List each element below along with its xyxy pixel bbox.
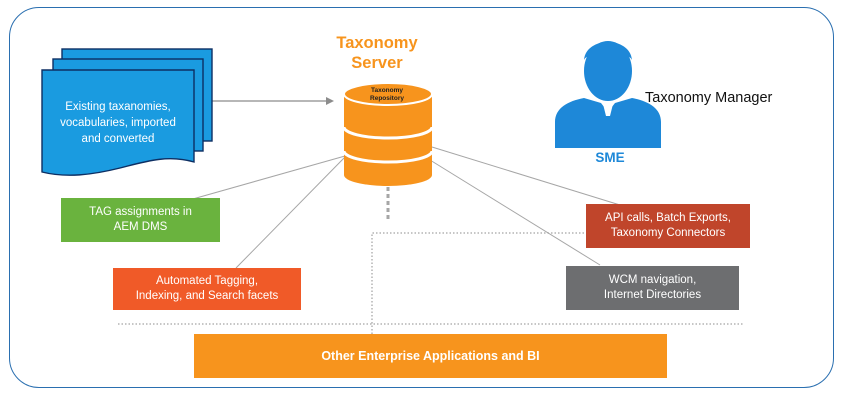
line-to-wcm: [429, 159, 601, 266]
wcm-box-line1: WCM navigation,: [608, 274, 697, 286]
database-icon: [342, 82, 434, 186]
document-stack-icon: [41, 48, 213, 176]
person-icon: [555, 41, 661, 148]
auto-box-line1: Automated Tagging,: [155, 275, 259, 287]
api-box-line2: Taxonomy Connectors: [610, 227, 726, 239]
server-title-line2: Server: [351, 54, 403, 72]
tag-box-line2: AEM DMS: [113, 221, 168, 233]
tag-box-line1: TAG assignments in: [89, 206, 192, 218]
repository-label: Taxonomy Repository: [348, 87, 426, 103]
taxonomy-manager-label: Taxonomy Manager: [645, 90, 773, 106]
auto-box-line2: Indexing, and Search facets: [135, 290, 279, 302]
enterprise-applications-box: Other Enterprise Applications and BI: [194, 334, 667, 378]
arrow-head-icon: [326, 97, 334, 105]
sme-label: SME: [595, 150, 625, 165]
documents-line3: and converted: [81, 133, 155, 145]
server-title-line1: Taxonomy: [336, 34, 418, 52]
api-calls-box: API calls, Batch Exports, Taxonomy Conne…: [586, 204, 750, 248]
dotted-path: [371, 232, 584, 334]
repository-label-line2: Repository: [370, 95, 404, 102]
tag-assignments-box: TAG assignments in AEM DMS: [61, 198, 220, 242]
diagram-frame: [9, 7, 834, 388]
repository-label-line1: Taxonomy: [370, 87, 404, 94]
documents-line1: Existing taxanomies,: [65, 101, 171, 113]
line-to-auto: [235, 156, 346, 269]
documents-text: Existing taxanomies, vocabularies, impor…: [44, 99, 192, 147]
line-to-tag: [167, 155, 346, 207]
enterprise-box-label: Other Enterprise Applications and BI: [321, 348, 540, 363]
api-box-line1: API calls, Batch Exports,: [605, 212, 731, 224]
line-to-api: [431, 146, 621, 206]
automated-tagging-box: Automated Tagging, Indexing, and Search …: [113, 268, 301, 310]
wcm-box-line2: Internet Directories: [603, 289, 702, 301]
documents-line2: vocabularies, imported: [60, 117, 176, 129]
server-title: Taxonomy Server: [322, 33, 432, 73]
wcm-navigation-box: WCM navigation, Internet Directories: [566, 266, 739, 310]
